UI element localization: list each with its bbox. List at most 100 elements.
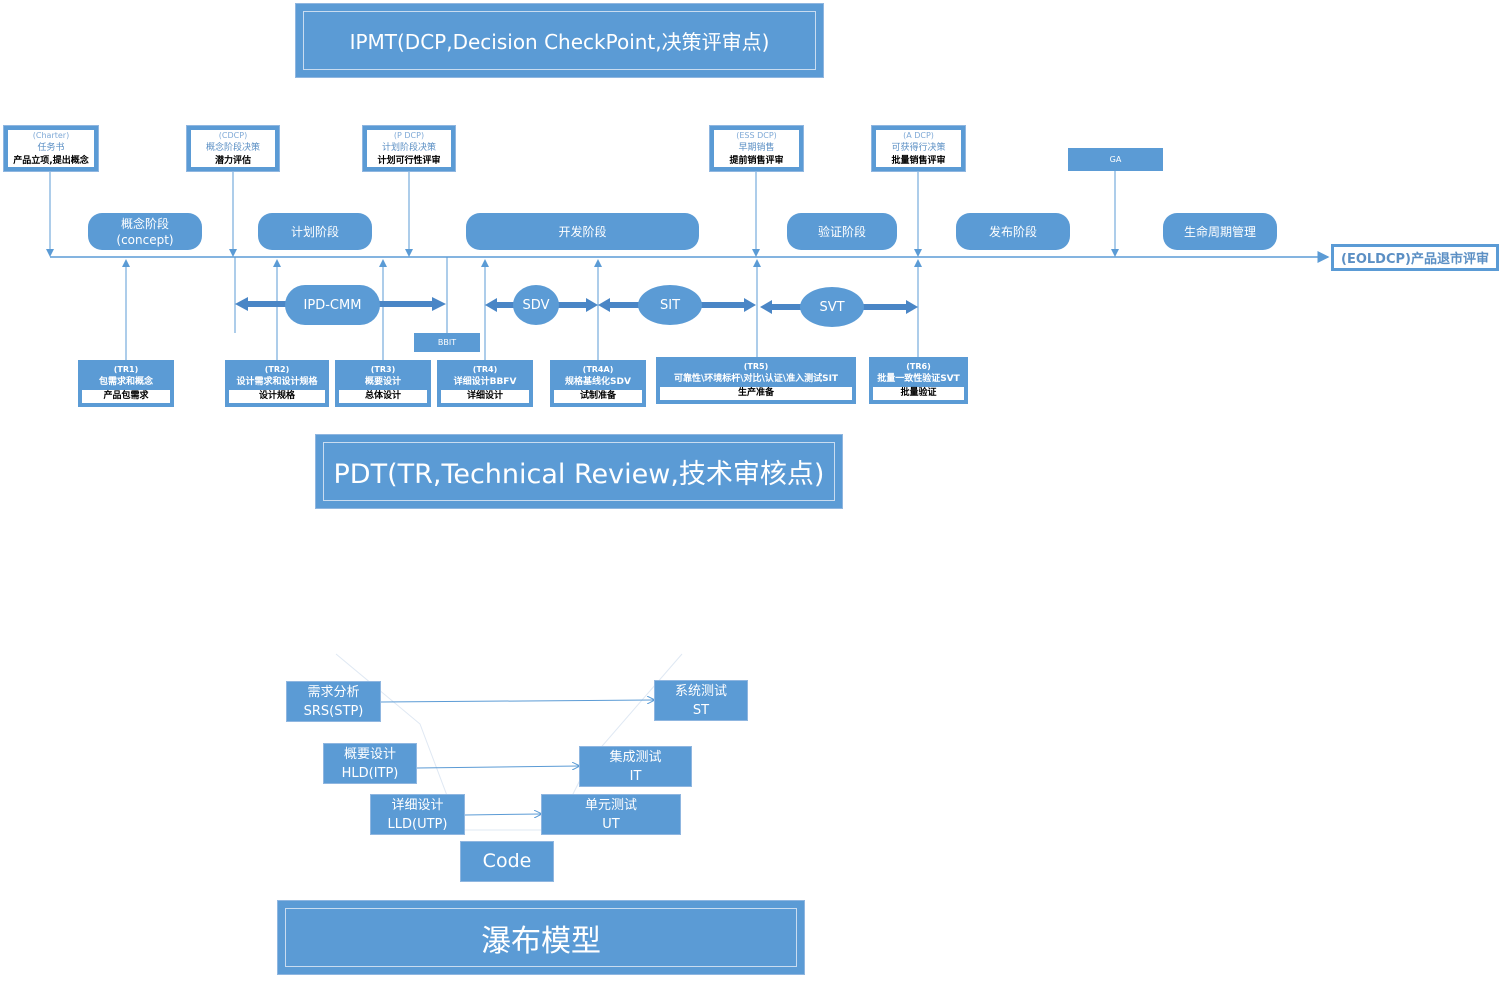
phase-label: 开发阶段 xyxy=(558,224,607,239)
waterfall-code: Code xyxy=(460,841,554,882)
dcp-desc: 提前销售评审 xyxy=(729,156,784,166)
tr-card-tr3: (TR3) 概要设计 总体设计 xyxy=(335,360,431,407)
tr-name: 包需求和概念 xyxy=(98,377,153,387)
ga-label: GA xyxy=(1109,155,1122,164)
phase-plan: 计划阶段 xyxy=(258,213,372,250)
tr-card-tr2: (TR2) 设计需求和设计规格 设计规格 xyxy=(225,360,329,407)
phase-develop: 开发阶段 xyxy=(466,213,699,250)
ipmt-title-box: IPMT(DCP,Decision CheckPoint,决策评审点) xyxy=(295,3,824,78)
phase-concept: 概念阶段 (concept) xyxy=(88,213,202,250)
ipmt-title: IPMT(DCP,Decision CheckPoint,决策评审点) xyxy=(349,30,770,54)
activity-svt: SVT xyxy=(800,287,864,327)
dcp-card-cdcp: (CDCP) 概念阶段决策 潜力评估 xyxy=(186,125,280,172)
dcp-desc: 计划可行性评审 xyxy=(377,156,441,166)
phase-verify: 验证阶段 xyxy=(787,213,897,250)
waterfall-title-box: 瀑布模型 xyxy=(277,900,805,975)
phase-label: 发布阶段 xyxy=(988,224,1037,239)
tr-card-tr4a: (TR4A) 规格基线化SDV 试制准备 xyxy=(550,360,646,407)
phase-lifecycle: 生命周期管理 xyxy=(1163,213,1277,250)
dcp-desc: 产品立项,提出概念 xyxy=(13,156,89,166)
waterfall-sublabel: LLD(UTP) xyxy=(387,816,448,832)
waterfall-unit-test: 单元测试 UT xyxy=(541,794,681,835)
dcp-card-pdcp: (P DCP) 计划阶段决策 计划可行性评审 xyxy=(362,125,456,172)
activity-ipd-cmm: IPD-CMM xyxy=(285,285,380,325)
tr-code: (TR3) xyxy=(370,365,396,374)
activity-label: SIT xyxy=(659,297,681,313)
waterfall-sublabel: IT xyxy=(629,768,642,784)
dcp-code: (Charter) xyxy=(32,131,70,140)
pdt-title: PDT(TR,Technical Review,技术审核点) xyxy=(333,459,825,490)
activity-sdv: SDV xyxy=(513,285,559,325)
phase-label: 生命周期管理 xyxy=(1183,224,1256,239)
waterfall-sublabel: HLD(ITP) xyxy=(341,765,399,781)
waterfall-sublabel: UT xyxy=(602,816,620,832)
tr-card-tr1: (TR1) 包需求和概念 产品包需求 xyxy=(78,360,174,407)
waterfall-arrow xyxy=(464,814,541,815)
dcp-desc: 批量销售评审 xyxy=(891,156,946,166)
dcp-name: 可获得行决策 xyxy=(891,143,946,153)
tr-card-tr4: (TR4) 详细设计BBFV 详细设计 xyxy=(437,360,533,407)
activity-label: SVT xyxy=(819,299,845,315)
waterfall-code-label: Code xyxy=(482,850,532,872)
tr-desc: 批量验证 xyxy=(873,387,964,400)
bbit-label: BBIT xyxy=(437,338,457,347)
dcp-card-adcp: (A DCP) 可获得行决策 批量销售评审 xyxy=(871,125,966,172)
dcp-name: 任务书 xyxy=(37,143,65,153)
waterfall-high-level-design: 概要设计 HLD(ITP) xyxy=(323,743,417,784)
phase-label: 验证阶段 xyxy=(817,224,866,239)
dcp-code: (A DCP) xyxy=(903,131,934,140)
dcp-name: 早期销售 xyxy=(738,143,775,153)
tr-code: (TR4A) xyxy=(582,365,614,374)
dcp-name: 概念阶段决策 xyxy=(205,143,260,153)
waterfall-label: 系统测试 xyxy=(674,683,727,699)
dcp-code: (ESS DCP) xyxy=(736,131,777,140)
tr-code: (TR5) xyxy=(743,362,769,371)
phase-label: 概念阶段 xyxy=(120,216,169,231)
waterfall-low-level-design: 详细设计 LLD(UTP) xyxy=(370,794,465,835)
dcp-code: (P DCP) xyxy=(393,131,425,140)
tr-card-tr6: (TR6) 批量一致性验证SVT 批量验证 xyxy=(869,357,968,404)
activity-label: IPD-CMM xyxy=(303,297,362,313)
waterfall-system-test: 系统测试 ST xyxy=(654,680,748,721)
activity-sit: SIT xyxy=(638,285,702,325)
ga-box: GA xyxy=(1068,148,1163,171)
phase-release: 发布阶段 xyxy=(956,213,1070,250)
tr-desc: 产品包需求 xyxy=(82,390,170,403)
tr-desc: 详细设计 xyxy=(441,390,529,403)
tr-name: 设计需求和设计规格 xyxy=(236,377,318,387)
tr-desc: 试制准备 xyxy=(554,390,642,403)
tr-name: 批量一致性验证SVT xyxy=(877,374,960,384)
tr-code: (TR2) xyxy=(264,365,290,374)
phase-sublabel: (concept) xyxy=(116,232,174,247)
waterfall-requirements: 需求分析 SRS(STP) xyxy=(286,681,381,722)
tr-name: 规格基线化SDV xyxy=(565,377,631,387)
waterfall-integration-test: 集成测试 IT xyxy=(579,746,692,787)
waterfall-sublabel: SRS(STP) xyxy=(303,703,364,719)
tr-code: (TR1) xyxy=(113,365,139,374)
waterfall-label: 集成测试 xyxy=(609,749,662,765)
eol-box: (EOLDCP)产品退市评审 xyxy=(1331,244,1499,271)
dcp-card-essdcp: (ESS DCP) 早期销售 提前销售评审 xyxy=(709,125,804,172)
tr-desc: 生产准备 xyxy=(660,387,852,400)
dcp-desc: 潜力评估 xyxy=(214,156,251,166)
waterfall-title: 瀑布模型 xyxy=(481,923,601,959)
tr-name: 概要设计 xyxy=(364,377,401,387)
dcp-card-charter: (Charter) 任务书 产品立项,提出概念 xyxy=(3,125,99,172)
waterfall-label: 单元测试 xyxy=(584,797,637,813)
tr-code: (TR4) xyxy=(472,365,498,374)
tr-card-tr5: (TR5) 可靠性\环境标杆\对比\认证\准入测试SIT 生产准备 xyxy=(656,357,856,404)
tr-desc: 总体设计 xyxy=(339,390,427,403)
phase-label: 计划阶段 xyxy=(290,224,339,239)
tr-code: (TR6) xyxy=(906,362,931,371)
dcp-name: 计划阶段决策 xyxy=(381,143,436,153)
tr-name: 详细设计BBFV xyxy=(453,377,517,387)
waterfall-label: 详细设计 xyxy=(391,797,444,813)
eol-label: (EOLDCP)产品退市评审 xyxy=(1341,252,1489,267)
bbit-box: BBIT xyxy=(414,333,480,352)
tr-desc: 设计规格 xyxy=(229,390,325,403)
pdt-title-box: PDT(TR,Technical Review,技术审核点) xyxy=(315,434,843,509)
tr-name: 可靠性\环境标杆\对比\认证\准入测试SIT xyxy=(673,374,839,384)
waterfall-sublabel: ST xyxy=(692,702,710,718)
activity-label: SDV xyxy=(522,297,550,313)
